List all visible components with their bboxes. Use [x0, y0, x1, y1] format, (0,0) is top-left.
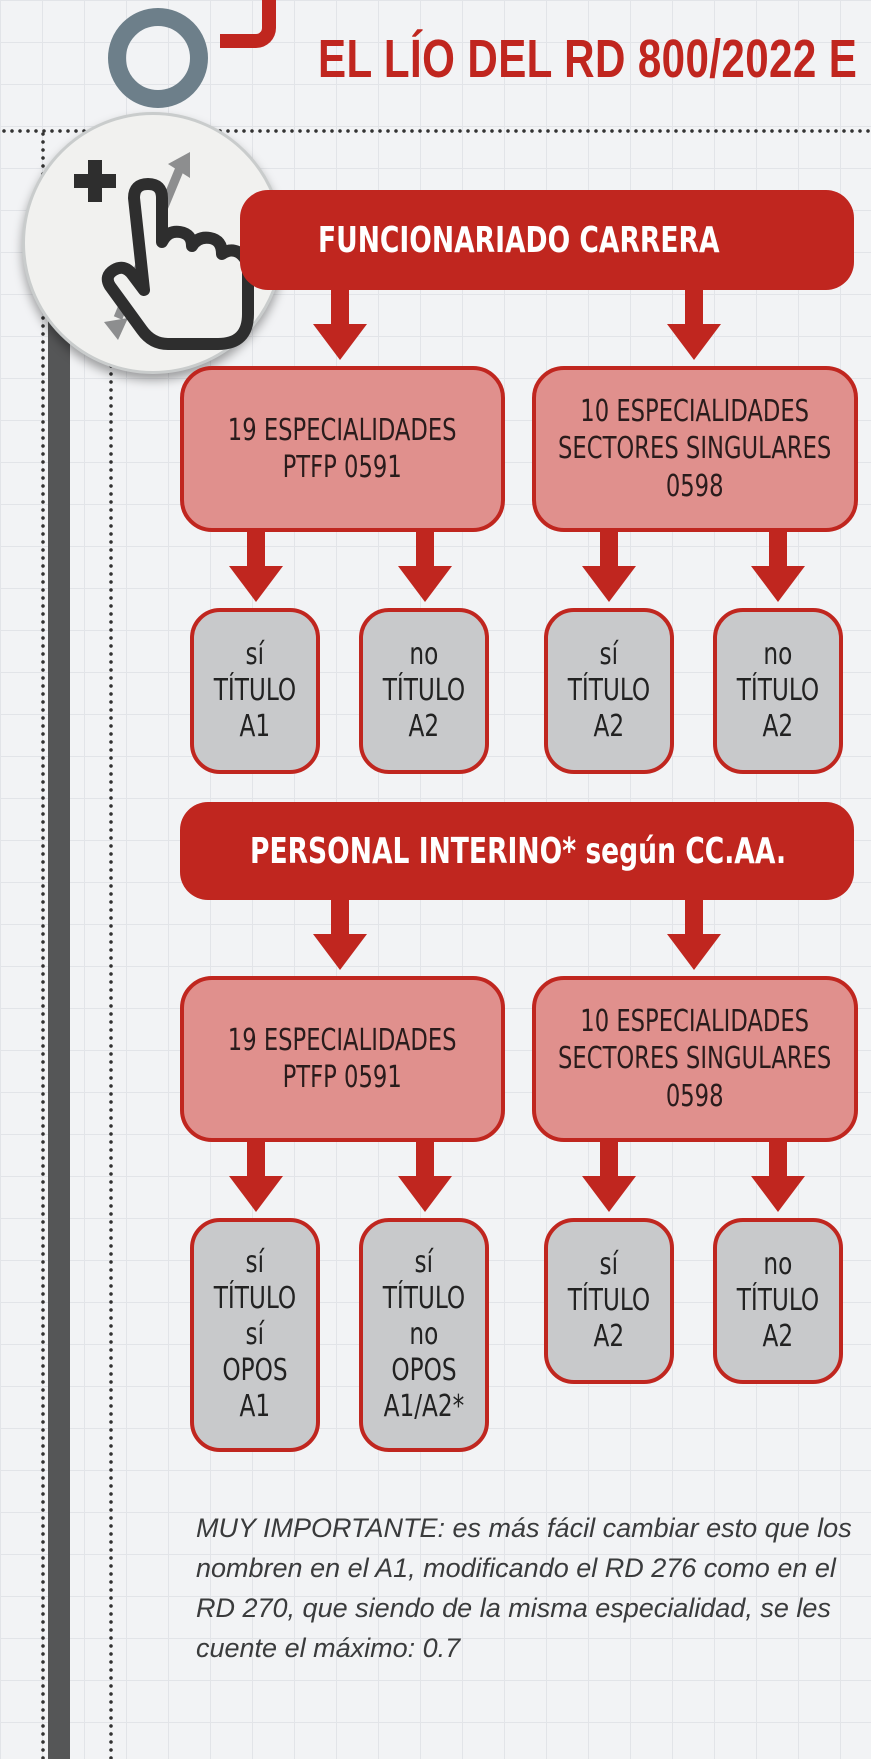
box-line: 19 ESPECIALIDADES: [228, 1022, 457, 1058]
leaf-line: sí: [599, 637, 619, 672]
arrow-down-icon: [751, 532, 805, 602]
leaf-line: A2: [762, 709, 794, 744]
leaf-line: A2: [593, 1319, 625, 1354]
arrow-down-icon: [667, 900, 721, 970]
leaf-line: no: [763, 637, 793, 672]
side-bar: [48, 320, 70, 1759]
box-line: 10 ESPECIALIDADES: [580, 1003, 810, 1039]
leaf-line: A2: [593, 709, 625, 744]
leaf-no-titulo-a2: no TÍTULO A2: [713, 1218, 843, 1384]
leaf-line: sí: [245, 1245, 265, 1280]
box-line: 0598: [666, 1078, 724, 1114]
arrow-down-icon: [229, 1142, 283, 1212]
leaf-si-titulo-a2: sí TÍTULO A2: [544, 1218, 674, 1384]
dotted-divider-horizontal: [0, 128, 871, 134]
section-label: PERSONAL INTERINO* según CC.AA.: [250, 830, 787, 872]
box-line: 19 ESPECIALIDADES: [228, 412, 457, 448]
leaf-line: no: [409, 1317, 439, 1352]
leaf-line: A2: [762, 1319, 794, 1354]
arrow-down-icon: [398, 532, 452, 602]
header-connector: [220, 0, 276, 48]
dotted-divider-left: [40, 130, 46, 1759]
leaf-line: no: [409, 637, 439, 672]
important-note: MUY IMPORTANTE: es más fácil cambiar est…: [196, 1513, 852, 1663]
leaf-line: A1: [239, 1389, 271, 1424]
arrow-down-icon: [313, 290, 367, 360]
section-bar-funcionariado: FUNCIONARIADO CARRERA: [240, 190, 854, 290]
arrow-down-icon: [751, 1142, 805, 1212]
leaf-line: TÍTULO: [213, 673, 297, 708]
leaf-line: TÍTULO: [567, 1283, 651, 1318]
box-line: SECTORES SINGULARES: [558, 1041, 832, 1077]
leaf-line: OPOS: [391, 1353, 457, 1388]
box-line: 10 ESPECIALIDADES: [580, 393, 810, 429]
arrow-down-icon: [667, 290, 721, 360]
box-line: PTFP 0591: [282, 1060, 403, 1095]
leaf-line: sí: [245, 1317, 265, 1352]
leaf-no-titulo-a2: no TÍTULO A2: [359, 608, 489, 774]
arrow-down-icon: [582, 532, 636, 602]
arrow-down-icon: [582, 1142, 636, 1212]
ring-icon: [108, 8, 208, 108]
box-line: 0598: [666, 468, 724, 504]
touch-zoom-button[interactable]: [22, 112, 284, 374]
leaf-line: TÍTULO: [213, 1281, 297, 1316]
leaf-line: sí: [414, 1245, 434, 1280]
arrow-down-icon: [313, 900, 367, 970]
leaf-line: TÍTULO: [382, 1281, 466, 1316]
leaf-line: TÍTULO: [382, 673, 466, 708]
leaf-si-titulo-a1: sí TÍTULO A1: [190, 608, 320, 774]
section-bar-interino: PERSONAL INTERINO* según CC.AA.: [180, 802, 854, 900]
leaf-line: TÍTULO: [736, 673, 820, 708]
leaf-si-titulo-a2: sí TÍTULO A2: [544, 608, 674, 774]
leaf-line: sí: [599, 1247, 619, 1282]
leaf-line: A2: [408, 709, 440, 744]
leaf-si-titulo-si-opos-a1: sí TÍTULO sí OPOS A1: [190, 1218, 320, 1452]
arrow-down-icon: [398, 1142, 452, 1212]
leaf-line: A1: [239, 709, 271, 744]
box-line: SECTORES SINGULARES: [558, 431, 832, 467]
leaf-si-titulo-no-opos-a1-a2: sí TÍTULO no OPOS A1/A2*: [359, 1218, 489, 1452]
section-label: FUNCIONARIADO CARRERA: [318, 219, 720, 261]
leaf-no-titulo-a2: no TÍTULO A2: [713, 608, 843, 774]
leaf-line: TÍTULO: [736, 1283, 820, 1318]
touch-zoom-hand-icon: [74, 152, 254, 350]
box-line: PTFP 0591: [282, 450, 403, 485]
page-title: EL LÍO DEL RD 800/2022 E: [318, 29, 858, 89]
leaf-line: TÍTULO: [567, 673, 651, 708]
leaf-line: sí: [245, 637, 265, 672]
arrow-down-icon: [229, 532, 283, 602]
dotted-divider-inner: [108, 130, 114, 1759]
leaf-line: A1/A2*: [383, 1389, 465, 1424]
leaf-line: no: [763, 1247, 793, 1282]
leaf-line: OPOS: [222, 1353, 288, 1388]
